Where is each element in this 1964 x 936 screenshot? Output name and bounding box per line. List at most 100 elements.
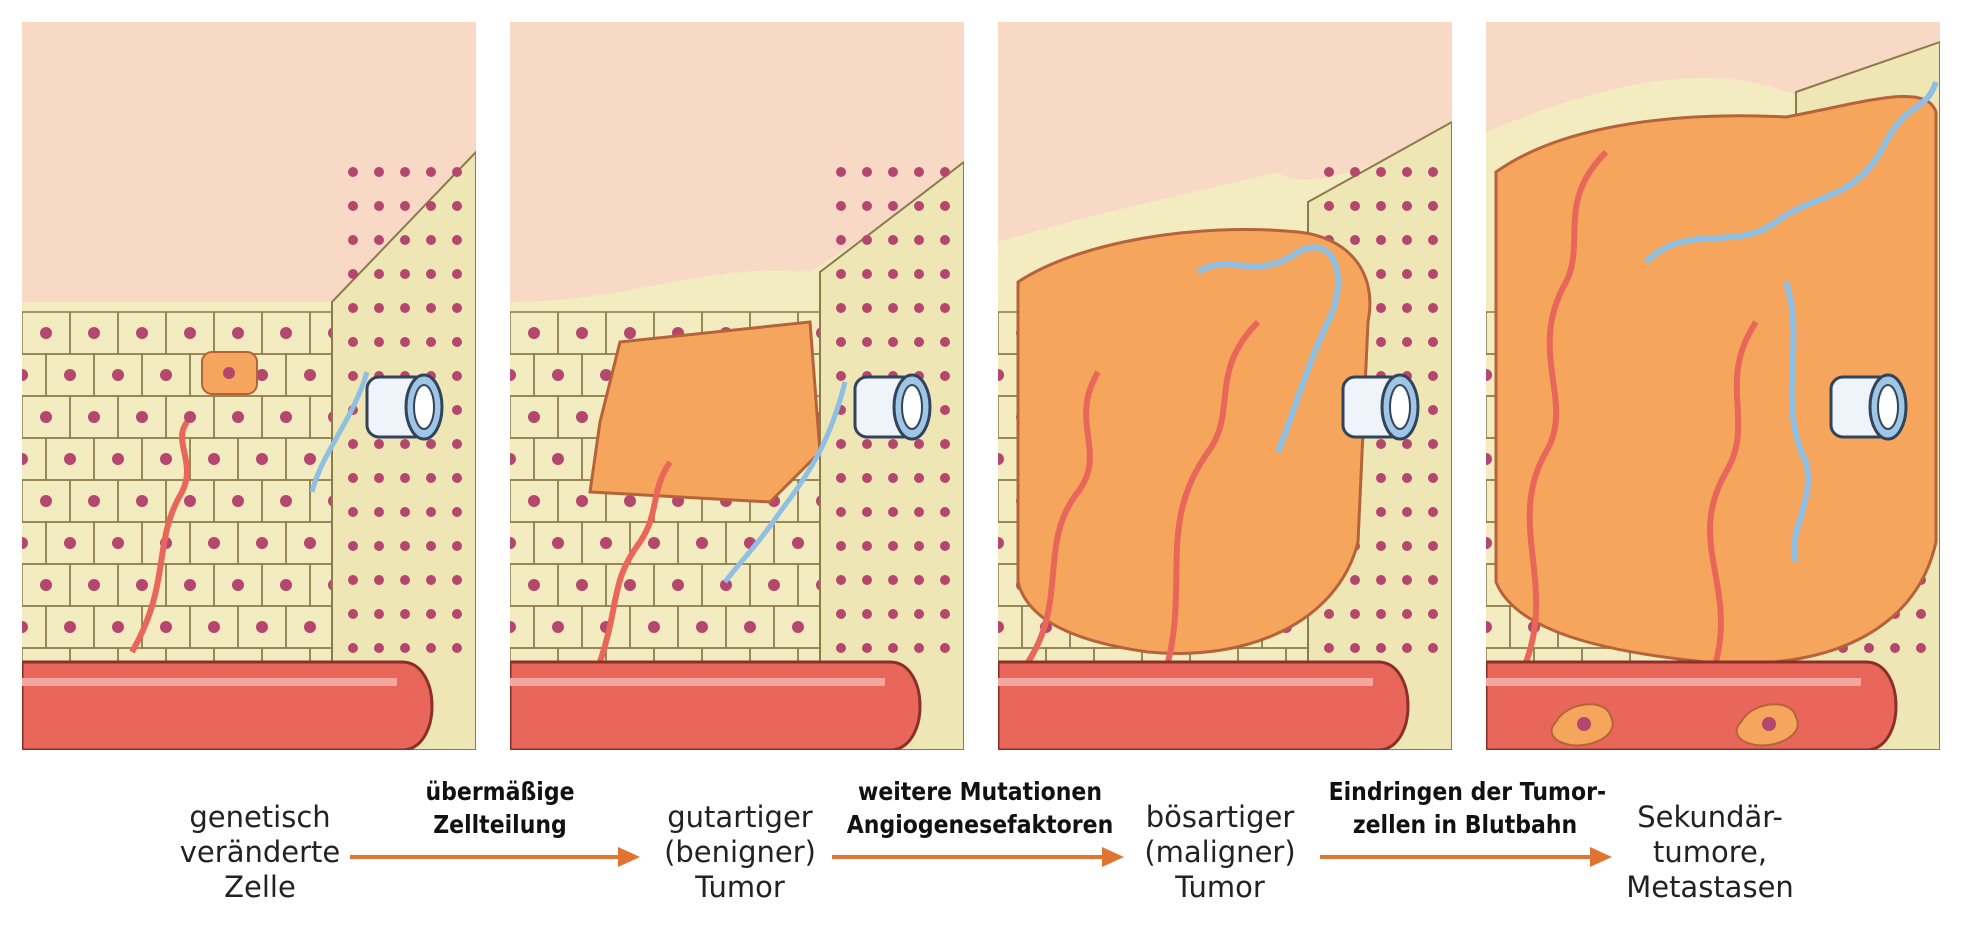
stage-4-illustration	[1486, 22, 1940, 750]
cell-nucleus	[940, 609, 950, 619]
cell-nucleus	[914, 643, 924, 653]
cell-nucleus	[1402, 337, 1412, 347]
cell-nucleus	[280, 411, 292, 423]
cell-nucleus	[888, 473, 898, 483]
cell-nucleus	[1864, 643, 1874, 653]
cell-nucleus	[1402, 609, 1412, 619]
cell-nucleus	[940, 235, 950, 245]
cell-nucleus	[836, 541, 846, 551]
cell-nucleus	[1376, 507, 1386, 517]
cell-nucleus	[940, 643, 950, 653]
cell-nucleus	[914, 439, 924, 449]
cell-nucleus	[1402, 575, 1412, 585]
cell-nucleus	[348, 337, 358, 347]
cell-nucleus	[998, 537, 1004, 549]
cell-nucleus	[836, 337, 846, 347]
cell-nucleus	[914, 575, 924, 585]
cell-nucleus	[400, 473, 410, 483]
blood-vessel	[1486, 660, 1898, 750]
cell-nucleus	[940, 371, 950, 381]
stage-label-1: genetisch veränderte Zelle	[179, 800, 341, 904]
cell-nucleus	[940, 337, 950, 347]
cell-nucleus	[304, 537, 316, 549]
cell-nucleus	[1402, 541, 1412, 551]
progression-arrow-1	[350, 846, 640, 868]
cell-nucleus	[426, 201, 436, 211]
cell-nucleus	[768, 579, 780, 591]
cell-nucleus	[136, 411, 148, 423]
cell-nucleus	[426, 439, 436, 449]
cell-nucleus	[792, 621, 804, 633]
cell-nucleus	[1916, 643, 1926, 653]
cell-nucleus	[914, 201, 924, 211]
cell-nucleus	[400, 439, 410, 449]
cell-nucleus	[22, 369, 28, 381]
tissue-svg-4	[1486, 22, 1940, 750]
cell-nucleus	[88, 411, 100, 423]
cell-nucleus	[232, 579, 244, 591]
cell-nucleus	[280, 579, 292, 591]
step-label-1: übermäßige Zellteilung	[425, 777, 575, 839]
cell-nucleus	[720, 579, 732, 591]
cell-nucleus	[136, 579, 148, 591]
cell-nucleus	[836, 371, 846, 381]
capillary-blue	[1196, 244, 1341, 454]
cell-nucleus	[1324, 609, 1334, 619]
skin-surface	[1486, 22, 1940, 132]
cell-nucleus	[1376, 201, 1386, 211]
cell-nucleus	[348, 507, 358, 517]
cell-nucleus	[374, 337, 384, 347]
cell-nucleus	[208, 537, 220, 549]
cell-nucleus	[1428, 303, 1438, 313]
cell-nucleus	[998, 369, 1004, 381]
cell-nucleus	[1402, 643, 1412, 653]
cell-nucleus	[426, 167, 436, 177]
cell-nucleus	[22, 453, 28, 465]
cell-nucleus	[510, 453, 516, 465]
cell-nucleus	[22, 537, 28, 549]
cell-nucleus	[696, 621, 708, 633]
stage-label-3: bösartiger (maligner) Tumor	[1144, 800, 1296, 904]
capillary-blue	[723, 381, 848, 584]
cell-nucleus	[374, 201, 384, 211]
cell-nucleus	[374, 439, 384, 449]
cell-nucleus	[552, 537, 564, 549]
cell-nucleus	[348, 371, 358, 381]
cell-nucleus	[112, 453, 124, 465]
cell-nucleus	[1376, 473, 1386, 483]
cell-nucleus	[400, 643, 410, 653]
cell-nucleus	[400, 541, 410, 551]
cell-nucleus	[836, 507, 846, 517]
cell-nucleus	[1916, 609, 1926, 619]
cell-nucleus	[452, 609, 462, 619]
cell-nucleus	[862, 201, 872, 211]
capillary-blue	[1643, 80, 1939, 265]
cell-nucleus	[426, 507, 436, 517]
stage-label-2: gutartiger (benigner) Tumor	[664, 800, 816, 904]
cell-nucleus	[528, 579, 540, 591]
cell-nucleus	[1428, 439, 1438, 449]
cell-nucleus	[400, 507, 410, 517]
cell-nucleus	[374, 643, 384, 653]
cell-nucleus	[862, 609, 872, 619]
cell-nucleus	[914, 269, 924, 279]
cell-nucleus	[374, 269, 384, 279]
metastatic-cell	[1550, 703, 1614, 747]
cell-nucleus	[862, 575, 872, 585]
cell-nucleus	[452, 337, 462, 347]
cell-nucleus	[1428, 541, 1438, 551]
cell-nucleus	[160, 369, 172, 381]
cell-nucleus	[836, 575, 846, 585]
cell-nucleus	[348, 473, 358, 483]
cell-nucleus	[888, 541, 898, 551]
cell-nucleus	[744, 621, 756, 633]
cell-nucleus	[914, 507, 924, 517]
cell-nucleus	[374, 575, 384, 585]
cell-nucleus	[374, 473, 384, 483]
cell-nucleus	[232, 411, 244, 423]
cell-nucleus	[940, 507, 950, 517]
cell-nucleus	[426, 303, 436, 313]
cell-nucleus	[1376, 541, 1386, 551]
cell-nucleus	[1376, 235, 1386, 245]
cell-nucleus	[426, 643, 436, 653]
